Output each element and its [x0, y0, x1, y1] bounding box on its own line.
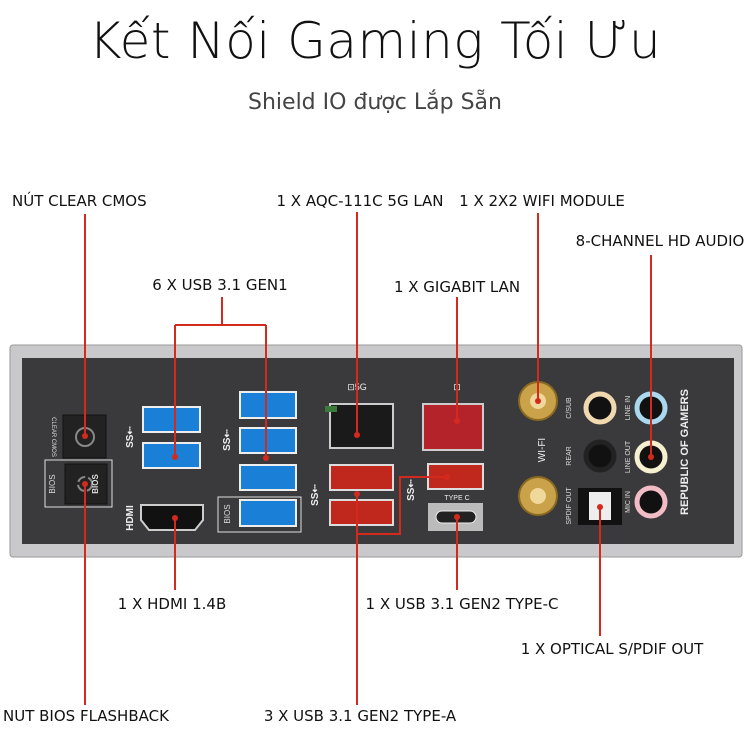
line-in-label: LINE IN [625, 396, 632, 421]
callout-clear-cmos: NÚT CLEAR CMOS [12, 192, 147, 210]
callout-type-c: 1 X USB 3.1 GEN2 TYPE-C [365, 595, 559, 613]
hdmi-port [140, 504, 204, 531]
ss10-usb-logo-icon: SS⇠ [406, 479, 417, 501]
page-title: Kết Nối Gaming Tối Ưu [88, 12, 662, 70]
type-c-label: TYPE C [444, 495, 469, 502]
line-out-label: LINE OUT [625, 440, 632, 473]
hdmi-label: HDMI [125, 505, 136, 531]
c-sub-label: C/SUB [566, 397, 573, 419]
callout-wifi: 1 X 2X2 WIFI MODULE [459, 192, 625, 210]
usb-gen2-ports [329, 463, 484, 526]
callout-bios-flashback: NUT BIOS FLASHBACK [3, 707, 169, 725]
callout-lines [84, 212, 652, 705]
bios-box [44, 459, 113, 508]
bios-button-label: BIOS [91, 474, 100, 494]
bios-usb-label: BIOS [223, 504, 232, 523]
spdif-label: SPDIF OUT [566, 487, 573, 525]
clear-cmos-label: CLEAR CMOS [50, 417, 56, 457]
ss-usb-logo-icon: SS⇠ [125, 426, 136, 448]
callout-audio: 8-CHANNEL HD AUDIO [575, 232, 745, 250]
lan-5g-port [329, 403, 394, 449]
callout-aqc-lan: 1 X AQC-111C 5G LAN [276, 192, 444, 210]
gigabit-lan-port [422, 403, 484, 451]
callout-usb-gen1: 6 X USB 3.1 GEN1 [152, 276, 288, 294]
page-subtitle: Shield IO được Lắp Sẵn [248, 90, 502, 115]
usb-gen1-ports [142, 391, 297, 527]
c-sub-jack [583, 391, 617, 425]
bios-label: BIOS [48, 474, 57, 493]
callout-usb-gen2-a: 3 X USB 3.1 GEN2 TYPE-A [263, 707, 457, 725]
callout-dots [82, 398, 654, 521]
rear-label: REAR [566, 446, 573, 465]
ss10-usb-logo-icon: SS⇠ [310, 484, 321, 506]
callout-hdmi: 1 X HDMI 1.4B [117, 595, 227, 613]
rear-jack [583, 439, 617, 473]
mic-in-label: MIC IN [625, 491, 632, 513]
refresh-icon [77, 476, 93, 492]
callout-gigabit-lan: 1 X GIGABIT LAN [393, 278, 521, 296]
mic-in-jack [634, 485, 668, 519]
wifi-label: WI-FI [537, 438, 548, 462]
ss-usb-logo-icon: SS⇠ [222, 429, 233, 451]
rog-brand-label: REPUBLIC OF GAMERS [679, 389, 691, 515]
bios-usb-box [217, 496, 302, 533]
callout-optical: 1 X OPTICAL S/PDIF OUT [520, 640, 704, 658]
